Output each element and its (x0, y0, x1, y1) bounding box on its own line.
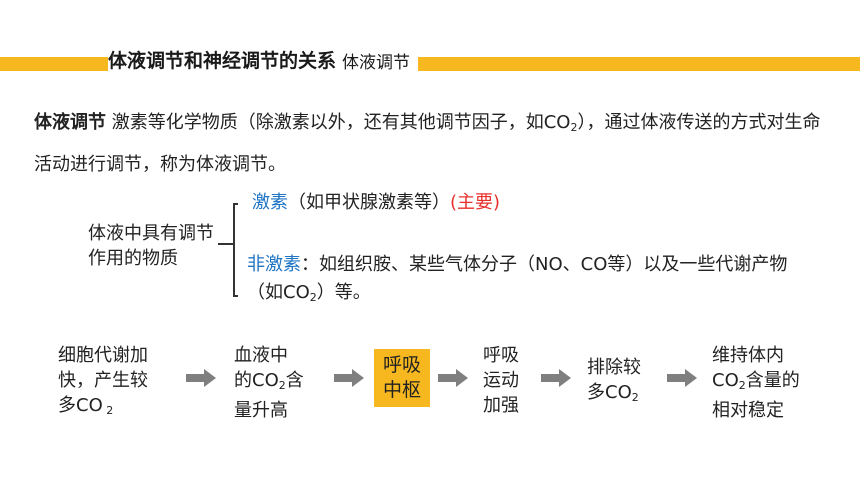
flow-step-6: 维持体内 CO2含量的 相对稳定 (712, 343, 800, 423)
flow-step-2-line2: 的CO2含 (234, 368, 304, 398)
flow-step-6-subscript: 2 (738, 379, 746, 392)
header-title: 体液调节和神经调节的关系 (108, 50, 337, 72)
flow-step-4: 呼吸 运动 加强 (483, 343, 519, 418)
brace-bracket (218, 203, 238, 297)
non-hormone-row: 非激素：如组织胺、某些气体分子（NO、CO等）以及一些代谢产物（如CO2）等。 (247, 251, 807, 312)
flow-step-6-line2-b: 含量的 (745, 370, 800, 391)
flow-step-2-subscript: 2 (278, 379, 286, 392)
flow-step-6-line2-a: CO (712, 370, 739, 391)
flow-step-4-line2: 运动 (483, 370, 519, 391)
hormone-name: 激素 (252, 192, 288, 213)
non-hormone-subscript: 2 (309, 291, 317, 304)
flow-step-5-subscript: 2 (631, 391, 639, 404)
flow-step-1-line3-text: 多CO (58, 395, 103, 416)
non-hormone-name: 非激素 (247, 254, 301, 275)
definition-subscript: 2 (570, 121, 578, 134)
definition-paragraph: 体液调节 激素等化学物质（除激素以外，还有其他调节因子，如CO2），通过体液传送… (34, 104, 834, 183)
flow-step-5-line2: 多CO2 (587, 380, 641, 410)
flow-step-1-line2: 快，产生较 (58, 370, 148, 391)
center-box-line1: 呼吸 (382, 354, 421, 376)
hormone-detail: （如甲状腺激素等） (288, 192, 450, 213)
flow-step-2-line3: 量升高 (234, 400, 288, 421)
flow-step-2-line2-b: 含 (285, 370, 304, 391)
flow-step-4-line1: 呼吸 (483, 345, 519, 366)
flow-step-5-line2-text: 多CO (587, 382, 632, 403)
arrow-right-icon (667, 369, 697, 387)
flow-step-2-line1: 血液中 (234, 345, 288, 366)
flow-step-2: 血液中 的CO2含 量升高 (234, 343, 304, 423)
flow-step-5: 排除较 多CO2 (587, 355, 641, 410)
slide-header: 体液调节和神经调节的关系 体液调节 (108, 41, 419, 73)
flow-step-4-line3: 加强 (483, 395, 519, 416)
arrow-right-icon (186, 369, 216, 387)
header-subtitle: 体液调节 (342, 53, 411, 73)
flow-step-1-line1: 细胞代谢加 (58, 345, 148, 366)
flow-step-6-line1: 维持体内 (712, 345, 784, 366)
definition-text-after: ），通过体液传送的方式对生命活动进行调节，称为体液调节。 (34, 112, 821, 175)
definition-text-before: 激素等化学物质（除激素以外，还有其他调节因子，如CO (106, 112, 571, 133)
arrow-right-icon (438, 369, 468, 387)
hormone-row: 激素（如甲状腺激素等）(主要) (252, 189, 500, 217)
flow-step-2-line2-a: 的CO (234, 370, 279, 391)
flow-step-1: 细胞代谢加 快，产生较 多CO 2 (58, 343, 148, 423)
respiratory-center-box: 呼吸 中枢 (374, 349, 430, 407)
hormone-note: (主要) (450, 192, 501, 213)
arrow-right-icon (334, 369, 364, 387)
flow-step-1-subscript: 2 (102, 404, 114, 417)
definition-term: 体液调节 (34, 112, 106, 133)
non-hormone-text-after: ）等。 (316, 282, 371, 303)
center-box-line2: 中枢 (382, 379, 421, 401)
classification-label: 体液中具有调节作用的物质 (88, 223, 214, 269)
arrow-right-icon (541, 369, 571, 387)
flow-step-6-line3: 相对稳定 (712, 400, 784, 421)
flow-step-6-line2: CO2含量的 (712, 368, 800, 398)
flow-step-5-line1: 排除较 (587, 357, 641, 378)
flow-step-1-line3: 多CO 2 (58, 393, 148, 423)
non-hormone-text-before: ：如组织胺、某些气体分子（NO、CO等）以及一些代谢产物（如CO (247, 254, 788, 303)
